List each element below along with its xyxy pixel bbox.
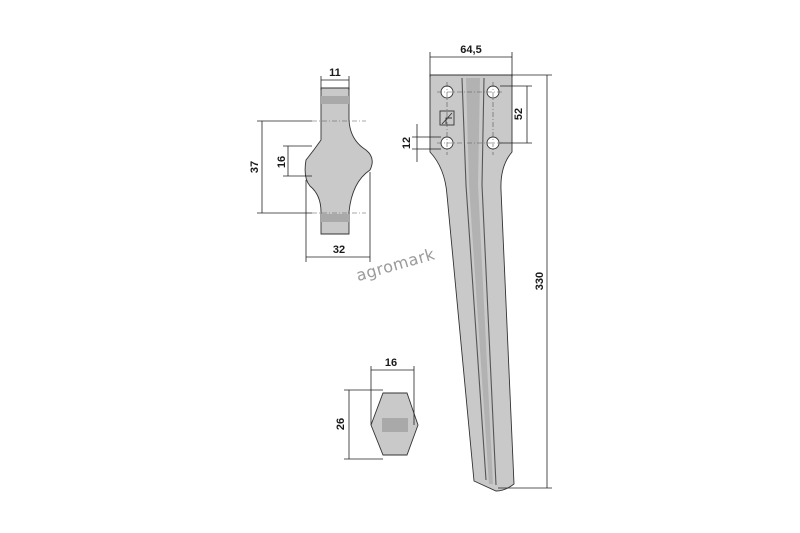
- tine-groove-shade: [466, 78, 493, 484]
- dim-hole-spacing-label: 52: [513, 108, 525, 120]
- dim-length-label: 330: [534, 272, 546, 290]
- tine-logo-mark: [441, 112, 453, 125]
- dim-hole-offset-label: 12: [401, 137, 413, 149]
- dim-profile-height-label: 37: [249, 161, 261, 173]
- dim-profile-neck-label: 16: [276, 156, 288, 168]
- tine-view: 64,5 52 12 330: [401, 44, 552, 492]
- watermark-text: agromark: [354, 244, 438, 285]
- profile-band-top: [321, 96, 349, 104]
- tine-shape: [429, 74, 515, 492]
- profile-view: 11 37 16 32: [249, 67, 373, 262]
- tine-groove-left: [461, 77, 487, 481]
- dim-section-width-label: 16: [385, 357, 397, 369]
- dim-profile-width-label: 11: [329, 67, 341, 79]
- profile-shape: [304, 87, 373, 235]
- dim-section-height-label: 26: [335, 418, 347, 430]
- dim-top-width-label: 64,5: [460, 44, 481, 56]
- section-view: 16 26: [335, 357, 419, 460]
- tine-logo-emblem: [439, 110, 455, 126]
- profile-band-bottom: [321, 214, 349, 222]
- section-band: [382, 418, 408, 432]
- dim-profile-base-label: 32: [333, 244, 345, 256]
- tine-groove-right: [481, 77, 497, 486]
